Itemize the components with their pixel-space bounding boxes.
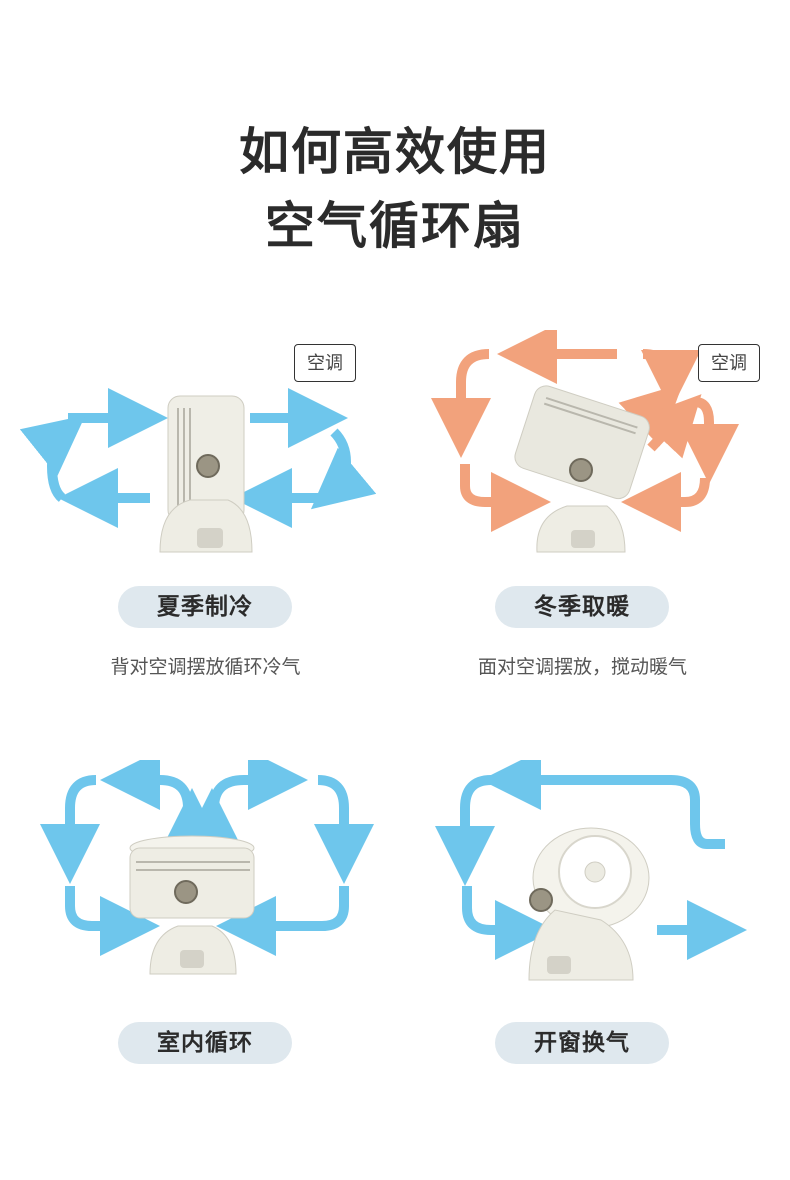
fan-tilted-view [514, 385, 650, 553]
desc-summer: 背对空调摆放循环冷气 [110, 656, 301, 678]
window-airflow-illustration [435, 760, 747, 981]
panel-indoor: 室内循环 [0, 760, 395, 1180]
ac-label-winter: 空调 [698, 344, 760, 382]
pill-indoor: 室内循环 [118, 1022, 292, 1064]
fan-front-view [528, 827, 650, 981]
pill-summer: 夏季制冷 [118, 586, 292, 628]
panel-summer: 空调 夏季制冷 背对空调摆放循环冷气 [0, 330, 395, 750]
page-title-line1: 如何高效使用 [239, 123, 551, 181]
fan-upward-view [129, 835, 255, 975]
summer-airflow-illustration [19, 388, 377, 553]
ac-label-summer: 空调 [294, 344, 356, 382]
pill-winter: 冬季取暖 [495, 586, 669, 628]
indoor-airflow-illustration [40, 760, 374, 975]
page-title-line2: 空气循环扇 [265, 197, 525, 255]
winter-airflow-illustration [431, 330, 739, 553]
fan-side-view [159, 395, 253, 553]
desc-winter: 面对空调摆放，搅动暖气 [477, 656, 687, 678]
panel-window: 开窗换气 [395, 760, 790, 1180]
pill-window: 开窗换气 [495, 1022, 669, 1064]
panel-winter: 空调 冬季取暖 面对空调摆放，搅动暖气 [395, 330, 790, 750]
